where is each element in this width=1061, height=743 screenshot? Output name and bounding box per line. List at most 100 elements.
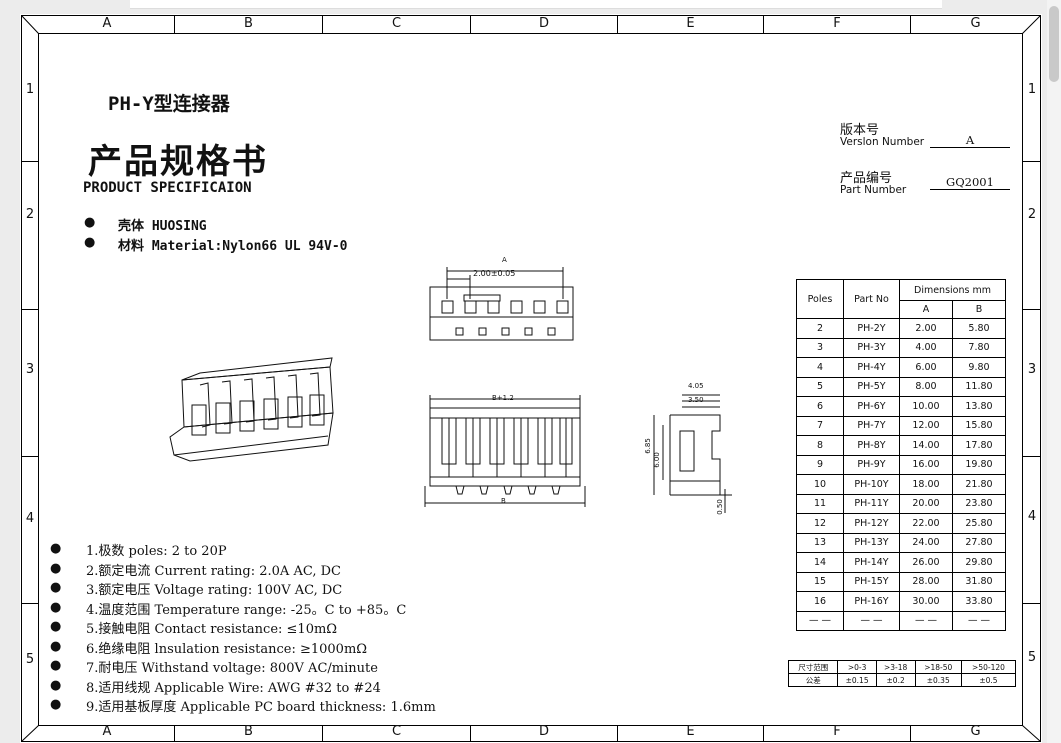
dim-b-label: B bbox=[501, 497, 506, 505]
scrollbar-track[interactable] bbox=[1047, 0, 1061, 743]
col-label-b-bottom: B bbox=[244, 724, 253, 739]
bullet-icon: ● bbox=[50, 600, 62, 615]
col-header-dimensions: Dimensions mm bbox=[899, 279, 1006, 301]
tol-range-header: 尺寸范围 bbox=[787, 660, 839, 674]
cell-a: 12.00 bbox=[899, 415, 953, 436]
cell-part: PH-4Y bbox=[843, 357, 900, 378]
top-view-drawing bbox=[429, 267, 574, 341]
cell-a: 14.00 bbox=[899, 435, 953, 456]
row-label-3: 3 bbox=[25, 362, 35, 377]
version-label-en: Verslon Number bbox=[840, 136, 925, 148]
cell-part: PH-2Y bbox=[843, 318, 900, 339]
cell-part: PH-10Y bbox=[843, 474, 900, 495]
part-label-cn: 产品编号 bbox=[840, 171, 893, 186]
row-label-5: 5 bbox=[25, 652, 35, 667]
version-label-cn: 版本号 bbox=[840, 123, 880, 138]
tolerance-table: 尺寸范围 >0-3 >3-18 >18-50 >50-120 公差 ±0.15 … bbox=[787, 660, 1017, 687]
cell-b: 33.80 bbox=[951, 591, 1007, 612]
cell-a: 30.00 bbox=[899, 591, 953, 612]
cell-part: PH-14Y bbox=[843, 552, 900, 573]
cell-part: — — bbox=[843, 610, 900, 631]
cell-poles: 16 bbox=[796, 591, 844, 612]
spec-item: 7.耐电压 Withstand voltage: 800V AC/minute bbox=[86, 661, 378, 676]
spec-item: 4.温度范围 Temperature range: -25。C to +85。C bbox=[86, 603, 407, 618]
dim-600-label: 6.00 bbox=[652, 452, 661, 468]
cell-poles: 14 bbox=[796, 552, 844, 573]
isometric-drawing bbox=[169, 357, 334, 462]
col-label-a: A bbox=[102, 16, 112, 31]
col-label-e: E bbox=[686, 16, 695, 31]
bullet-icon: ● bbox=[50, 561, 62, 576]
cell-poles: 6 bbox=[796, 396, 844, 417]
cell-a: — — bbox=[899, 610, 953, 631]
col-label-d-bottom: D bbox=[538, 724, 549, 739]
col-label-e-bottom: E bbox=[686, 724, 695, 739]
bullet-icon: ● bbox=[50, 580, 62, 595]
cell-poles: 9 bbox=[796, 454, 844, 475]
cell-part: PH-16Y bbox=[843, 591, 900, 612]
tol-value-header: 公差 bbox=[787, 673, 839, 687]
cell-a: 22.00 bbox=[899, 513, 953, 534]
cell-poles: 4 bbox=[796, 357, 844, 378]
row-label-1: 1 bbox=[25, 82, 35, 97]
tol-range-cell: >0-3 bbox=[837, 660, 877, 674]
dim-b12-label: B+1.2 bbox=[492, 394, 514, 402]
cell-a: 24.00 bbox=[899, 532, 953, 553]
cell-a: 2.00 bbox=[899, 318, 953, 339]
col-header-a: A bbox=[899, 300, 953, 319]
spec-item: 2.额定电流 Current rating: 2.0A AC, DC bbox=[86, 564, 341, 579]
tol-range-cell: >3-18 bbox=[875, 660, 916, 674]
cell-poles: — — bbox=[796, 610, 844, 631]
bullet-icon: ● bbox=[50, 619, 62, 634]
row-label-2-right: 2 bbox=[1027, 207, 1037, 222]
bullet-icon: ● bbox=[50, 678, 62, 693]
side-view-drawing bbox=[653, 394, 732, 513]
cell-a: 18.00 bbox=[899, 474, 953, 495]
cell-b: 7.80 bbox=[951, 337, 1007, 358]
top-scroll-strip bbox=[130, 0, 942, 9]
bullet-icon: ● bbox=[50, 541, 62, 556]
version-value: A bbox=[930, 133, 1010, 148]
col-label-d: D bbox=[538, 16, 549, 31]
row-label-4: 4 bbox=[25, 511, 35, 526]
cell-b: 31.80 bbox=[951, 571, 1007, 592]
dim-a-label: A bbox=[502, 256, 507, 264]
cell-part: PH-8Y bbox=[843, 435, 900, 456]
spec-item: 3.额定电压 Voltage rating: 100V AC, DC bbox=[86, 583, 343, 598]
col-header-part-no: Part No bbox=[843, 279, 900, 319]
dim-050-label: 0.50 bbox=[715, 499, 724, 515]
cell-a: 10.00 bbox=[899, 396, 953, 417]
row-label-2: 2 bbox=[25, 207, 35, 222]
bullet-icon: ● bbox=[50, 639, 62, 654]
table-row: 公差 ±0.15 ±0.2 ±0.35 ±0.5 bbox=[787, 673, 1017, 687]
spec-main-title: 产品规格书 bbox=[88, 142, 268, 182]
cell-poles: 7 bbox=[796, 415, 844, 436]
dim-405-label: 4.05 bbox=[688, 382, 704, 390]
spec-item: 6.绝缘电阻 lnsulation resistance: ≥1000mΩ bbox=[86, 642, 368, 657]
spec-english-title: PRODUCT SPECIFICAION bbox=[83, 180, 252, 196]
material-spec: 材料 Material:Nylon66 UL 94V-0 bbox=[118, 239, 348, 254]
col-label-c: C bbox=[391, 16, 402, 31]
bullet-icon: ● bbox=[50, 697, 62, 712]
tol-value-cell: ±0.15 bbox=[837, 673, 877, 687]
bullet-icon: ● bbox=[84, 215, 96, 230]
table-row: 尺寸范围 >0-3 >3-18 >18-50 >50-120 bbox=[787, 660, 1017, 674]
cell-a: 8.00 bbox=[899, 376, 953, 397]
connector-type-title: PH-Y型连接器 bbox=[108, 93, 230, 115]
spec-item: 1.极数 poles: 2 to 20P bbox=[86, 544, 227, 559]
bullet-icon: ● bbox=[50, 658, 62, 673]
cell-poles: 3 bbox=[796, 337, 844, 358]
scrollbar-thumb[interactable] bbox=[1049, 6, 1059, 82]
cell-part: PH-13Y bbox=[843, 532, 900, 553]
cell-a: 6.00 bbox=[899, 357, 953, 378]
col-label-a-bottom: A bbox=[102, 724, 112, 739]
tol-value-cell: ±0.5 bbox=[960, 673, 1017, 687]
